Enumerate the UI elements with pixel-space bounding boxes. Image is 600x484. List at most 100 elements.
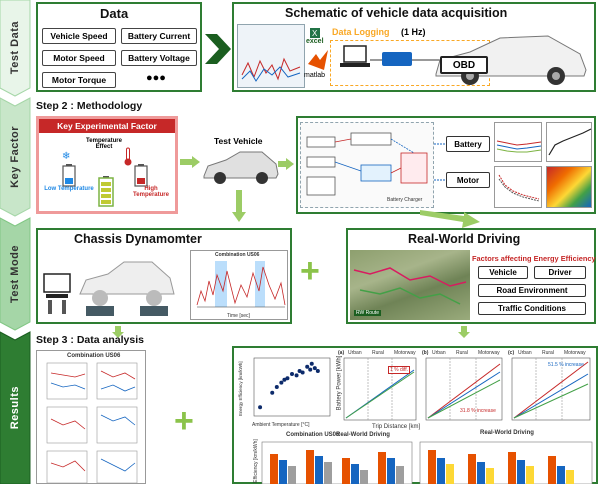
stage-arrow	[0, 331, 31, 484]
trip-a-note: 1 % diff.	[388, 366, 410, 374]
trip-xlabel: Trip Distance [km]	[372, 424, 421, 430]
battery-box: Battery	[446, 136, 490, 152]
trip-b-seg-rural: Rural	[456, 350, 468, 356]
scatter-frame	[253, 357, 331, 417]
key-factor-title: Key Experimental Factor	[57, 121, 157, 131]
obd-box: OBD	[440, 56, 488, 74]
trip-c-note: 51.5 % increase	[548, 362, 584, 368]
data-logging-rate: (1 Hz)	[401, 27, 426, 37]
scatter-point	[290, 371, 294, 376]
trip-b-seg-motorway: Motorway	[478, 350, 500, 356]
trip-a-seg-motorway: Motorway	[394, 350, 416, 356]
scatter-point	[315, 369, 320, 374]
arrow-down-icon	[232, 190, 246, 222]
route-path	[353, 267, 467, 305]
matlab-icon	[308, 50, 328, 70]
stage-label: Key Factor	[9, 126, 21, 188]
scatter-point	[297, 369, 302, 374]
connection-line	[370, 59, 440, 61]
software-screenshot	[237, 24, 305, 88]
us06-results-subplots	[46, 362, 138, 484]
trip-b-seg-urban: Urban	[432, 350, 446, 356]
main-battery-icon	[98, 176, 114, 207]
bottom-title-3: Real-World Driving	[480, 430, 534, 436]
factor-traffic-conditions: Traffic Conditions	[478, 302, 586, 315]
scatter-point	[300, 370, 305, 375]
us06-speed-trace	[196, 261, 286, 308]
trip-a-seg-urban: Urban	[348, 350, 362, 356]
scatter-xlabel: Ambient Temperature [°C]	[252, 422, 310, 428]
scatter-point	[312, 366, 317, 371]
svg-text:X: X	[312, 29, 318, 38]
scatter-point	[308, 367, 313, 372]
arrow-down-icon	[458, 326, 470, 338]
scatter-ylabel: Energy Efficiency [km/kWh]	[238, 361, 243, 416]
data-item-vehicle-speed: Vehicle Speed	[42, 28, 116, 44]
scatter-point	[258, 405, 263, 410]
us06-xlabel: Time [sec]	[227, 313, 250, 319]
route-map: RW Route	[350, 250, 470, 320]
test-vehicle-icon	[203, 151, 279, 184]
obd-label: OBD	[452, 59, 476, 71]
signal-plot-icon	[241, 57, 301, 82]
bottom-title-1: Combination US06	[286, 432, 340, 438]
powertrain-diagram: Battery Charger	[300, 122, 434, 208]
plus-icon: +	[300, 252, 320, 290]
stage-arrow	[0, 0, 31, 97]
battery-ocv-curve	[548, 128, 592, 156]
arrow-right-icon	[180, 156, 200, 168]
scatter-point	[274, 385, 279, 389]
motor-label: Motor	[456, 175, 480, 185]
arrow-down-diag-icon	[420, 210, 480, 228]
trip-ylabel: Battery Power [kWh]	[336, 355, 343, 411]
trip-plot-b	[425, 357, 503, 421]
trip-c-seg-rural: Rural	[542, 350, 554, 356]
factor-vehicle: Vehicle	[478, 266, 528, 279]
plus-icon: +	[174, 402, 194, 440]
stage-key-factor: Key Factor	[0, 97, 31, 217]
us06-cycle-plot: Combination US06 Time [sec]	[190, 250, 288, 320]
low-temp-battery-icon	[62, 164, 76, 187]
factor-driver: Driver	[534, 266, 586, 279]
data-item-motor-speed: Motor Speed	[42, 50, 116, 66]
arrow-right-icon	[278, 158, 294, 170]
arrow-down-icon	[112, 326, 124, 338]
data-item-battery-current: Battery Current	[121, 28, 197, 44]
motor-plot-1	[494, 166, 542, 208]
step2-title: Step 2 : Methodology	[36, 100, 143, 112]
high-temp-battery-icon	[134, 164, 148, 187]
data-item-battery-voltage: Battery Voltage	[121, 50, 197, 66]
matlab-label: matlab	[304, 72, 326, 79]
stage-label: Results	[9, 386, 21, 430]
bottom-bar-charts	[261, 441, 593, 484]
trip-plots: (a) Urban Rural Motorway 1 % diff. (b) U…	[336, 350, 594, 430]
battery-plot-curves	[496, 140, 542, 153]
chevron-right-icon	[205, 34, 231, 64]
bottom-ylabel: Efficiency [km/kWh]	[252, 439, 259, 483]
scatter-point	[285, 376, 290, 381]
efficiency-scatter-svg: Energy Efficiency [km/kWh]	[238, 357, 331, 417]
scatter-point	[282, 377, 287, 382]
data-logging-label: Data Logging	[332, 27, 390, 37]
motor-plot-curves	[498, 174, 540, 202]
stage-test-mode: Test Mode	[0, 217, 31, 331]
stage-arrow	[0, 97, 31, 217]
scatter-point	[279, 380, 284, 385]
scatter-point	[309, 361, 314, 366]
dyno-setup-icon	[43, 261, 175, 316]
test-vehicle-label: Test Vehicle	[214, 136, 263, 146]
charger-label: Battery Charger	[387, 197, 423, 203]
trip-c-seg-urban: Urban	[518, 350, 532, 356]
motor-efficiency-map	[546, 166, 592, 208]
step3-title: Step 3 : Data analysis	[36, 334, 144, 346]
bottom-title-2: Real-World Driving	[336, 432, 390, 438]
scatter-point	[294, 373, 299, 378]
trip-plot-a	[343, 357, 417, 421]
trip-c-seg-motorway: Motorway	[564, 350, 586, 356]
trip-plot-c	[511, 357, 591, 421]
excel-label: excel	[306, 38, 324, 45]
battery-label: Battery	[454, 139, 482, 149]
logger-device-icon	[382, 52, 412, 66]
factor-road-environment: Road Environment	[478, 284, 586, 297]
